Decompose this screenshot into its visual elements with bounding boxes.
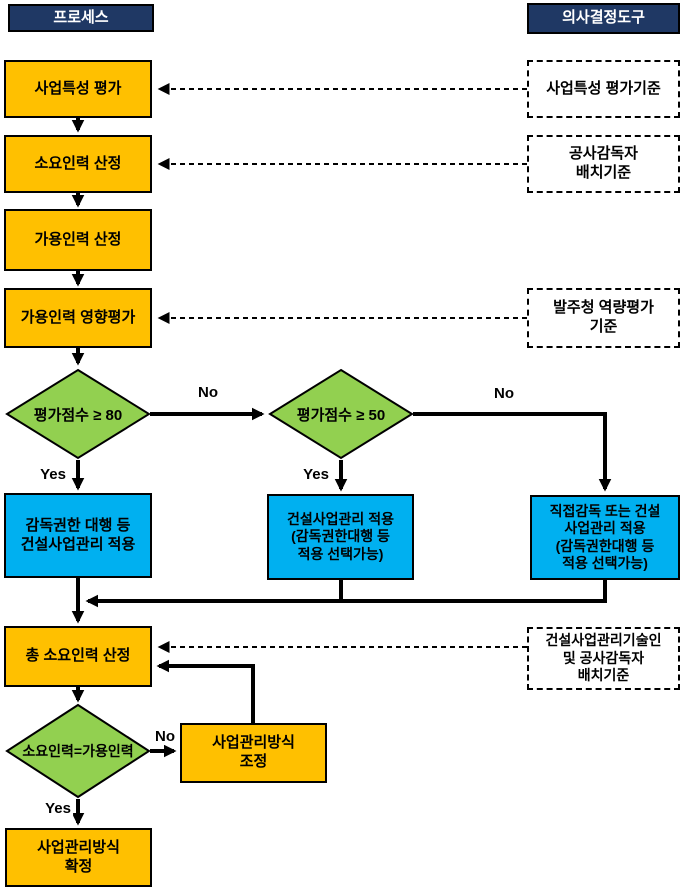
- branch-no-1: No: [196, 384, 220, 401]
- tool-business-characteristic-criteria: 사업특성 평가기준: [527, 60, 680, 118]
- branch-no-2: No: [492, 385, 516, 402]
- tool-cm-engineer-assignment-criteria: 건설사업관리기술인 및 공사감독자 배치기준: [527, 627, 680, 690]
- step-available-manpower-estimation: 가용인력 산정: [4, 209, 152, 271]
- diamond-shape: [5, 703, 151, 799]
- tool-client-capability-criteria: 발주청 역량평가 기준: [527, 288, 680, 348]
- step-business-characteristic-evaluation: 사업특성 평가: [4, 60, 152, 118]
- decision-score-50: 평가점수 ≥ 50: [268, 368, 414, 460]
- header-decision-tools: 의사결정도구: [527, 3, 680, 34]
- decision-score-80: 평가점수 ≥ 80: [5, 368, 151, 460]
- branch-no-3: No: [153, 728, 177, 745]
- decision-score-50-label: 평가점수 ≥ 50: [296, 406, 386, 424]
- step-management-method-adjustment: 사업관리방식 조정: [180, 723, 327, 783]
- arrow-adjust-total-feedback: [156, 659, 255, 723]
- decision-required-equals-available: 소요인력=가용인력: [5, 703, 151, 799]
- step-available-manpower-impact-evaluation: 가용인력 영향평가: [4, 288, 152, 348]
- branch-yes-1: Yes: [38, 466, 68, 483]
- branch-yes-3: Yes: [43, 800, 73, 817]
- decision-score-80-label: 평가점수 ≥ 80: [33, 406, 123, 424]
- branch-yes-2: Yes: [301, 466, 331, 483]
- outcome-direct-supervision: 직접감독 또는 건설 사업관리 적용 (감독권한대행 등 적용 선택가능): [530, 495, 680, 580]
- tool-supervisor-assignment-criteria: 공사감독자 배치기준: [527, 135, 680, 193]
- step-total-required-manpower-estimation: 총 소요인력 산정: [4, 626, 152, 687]
- arrow-d2-no-o3: [413, 412, 612, 492]
- outcome-construction-management: 건설사업관리 적용 (감독권한대행 등 적용 선택가능): [267, 494, 414, 580]
- diamond-shape: [5, 368, 151, 460]
- header-process: 프로세스: [8, 4, 154, 32]
- step-management-method-confirmation: 사업관리방식 확정: [5, 828, 152, 887]
- step-required-manpower-estimation: 소요인력 산정: [4, 135, 152, 193]
- diamond-shape: [268, 368, 414, 460]
- outcome-delegated-supervision: 감독권한 대행 등 건설사업관리 적용: [4, 493, 152, 578]
- decision-required-equals-available-label: 소요인력=가용인력: [22, 743, 134, 759]
